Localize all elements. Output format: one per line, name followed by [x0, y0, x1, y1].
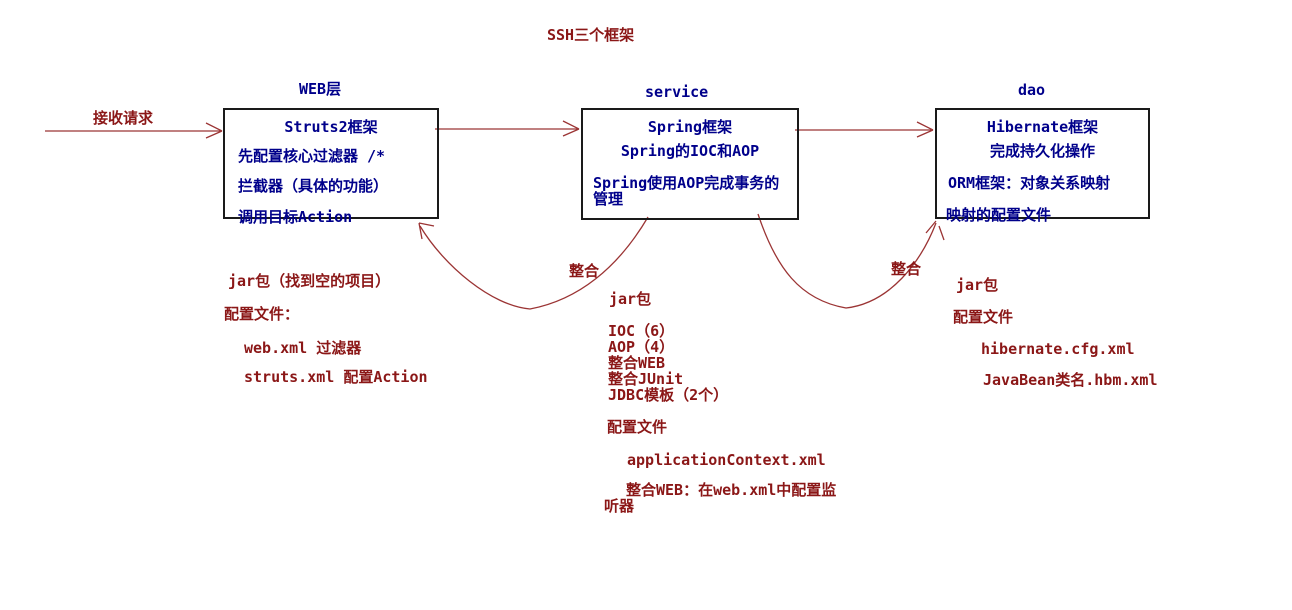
integrate-curve-right	[757, 213, 937, 309]
struts-note-jar: jar包（找到空的项目）	[228, 272, 391, 290]
spring-note-file: applicationContext.xml	[627, 451, 826, 469]
spring-jar-item: AOP（4）	[608, 338, 675, 356]
spring-box-line: Spring的IOC和AOP	[620, 142, 760, 160]
spring-jar-item: IOC（6）	[608, 322, 675, 340]
struts-box-line: 先配置核心过滤器 /*	[238, 147, 386, 165]
struts-note-file: web.xml 过滤器	[244, 339, 362, 357]
struts-note-file: struts.xml 配置Action	[244, 368, 428, 386]
hibernate-note-file: JavaBean类名.hbm.xml	[983, 371, 1158, 389]
spring-note-config-title: 配置文件	[607, 418, 668, 436]
integrate-curve-left	[419, 216, 649, 310]
integrate-curve-left-arrowhead	[418, 222, 435, 240]
integrate-label-right: 整合	[891, 260, 922, 278]
dao-layer-label: dao	[1018, 81, 1046, 99]
web-to-service-arrowhead	[562, 120, 580, 137]
spring-box: Spring框架 Spring的IOC和AOP Spring使用AOP完成事务的…	[581, 108, 799, 220]
spring-note-file: 整合WEB：在web.xml中配置监听器	[604, 481, 837, 515]
web-layer-label: WEB层	[299, 80, 342, 98]
struts-box: Struts2框架 先配置核心过滤器 /* 拦截器（具体的功能） 调用目标Act…	[223, 108, 439, 225]
service-to-dao-arrowhead	[916, 121, 934, 138]
hibernate-box-line: ORM框架：对象关系映射	[948, 174, 1111, 192]
spring-box-line: Spring使用AOP完成事务的管理	[593, 174, 780, 208]
spring-jar-item: 整合WEB	[608, 354, 666, 372]
spring-note-jar: jar包	[609, 290, 652, 308]
integrate-label-left: 整合	[569, 262, 600, 280]
spring-jar-items: IOC（6） AOP（4） 整合WEB 整合JUnit JDBC模板（2个）	[608, 323, 728, 403]
receive-request-label: 接收请求	[93, 109, 154, 127]
spring-box-title: Spring框架	[647, 118, 733, 136]
spring-jar-item: 整合JUnit	[608, 370, 684, 388]
hibernate-note-file: hibernate.cfg.xml	[981, 340, 1135, 358]
hibernate-note-jar: jar包	[956, 276, 999, 294]
struts-box-line: 调用目标Action	[238, 208, 353, 226]
hibernate-box-line: 映射的配置文件	[946, 206, 1052, 224]
spring-jar-item: JDBC模板（2个）	[608, 386, 729, 404]
hibernate-box-title: Hibernate框架	[986, 118, 1099, 136]
hibernate-box-line: 完成持久化操作	[989, 142, 1095, 160]
diagram-title: SSH三个框架	[547, 26, 635, 44]
receive-arrowhead	[205, 122, 223, 139]
struts-note-config-title: 配置文件：	[224, 305, 300, 323]
hibernate-note-config-title: 配置文件	[953, 308, 1014, 326]
integrate-curve-right-arrowhead	[925, 220, 945, 241]
hibernate-box: Hibernate框架 完成持久化操作 ORM框架：对象关系映射 映射的配置文件	[935, 108, 1150, 223]
struts-box-title: Struts2框架	[284, 118, 378, 136]
struts-box-line: 拦截器（具体的功能）	[238, 177, 389, 195]
service-layer-label: service	[645, 83, 709, 101]
